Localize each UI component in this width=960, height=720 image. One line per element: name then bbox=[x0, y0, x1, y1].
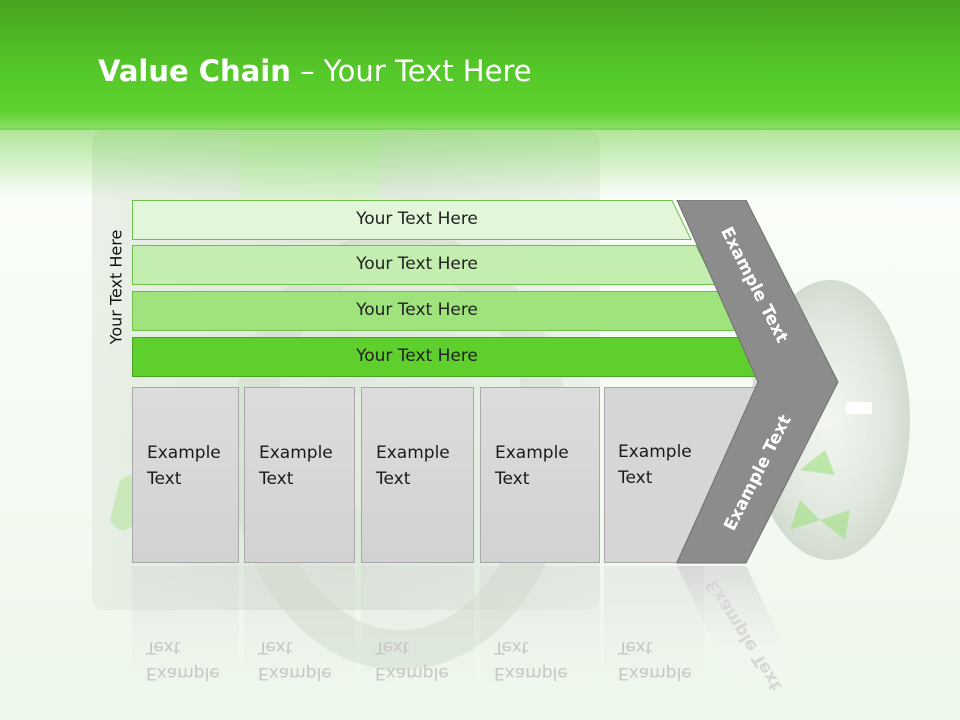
chevron-shape bbox=[676, 200, 839, 564]
header-band bbox=[0, 0, 960, 130]
example-box-5-line2: Text bbox=[618, 468, 653, 488]
example-box-3-line2: Text bbox=[376, 469, 411, 489]
example-box-1-line1: Example bbox=[147, 443, 221, 463]
example-box-4-line2: Text bbox=[495, 469, 530, 489]
example-box-4-reflection-line1: Example bbox=[494, 663, 568, 683]
example-box-4-reflection-label: Example Text bbox=[494, 634, 568, 686]
chevron-reflection bbox=[677, 566, 806, 690]
example-box-2-reflection-line1: Example bbox=[258, 663, 332, 683]
example-box-2-line1: Example bbox=[259, 443, 333, 463]
example-box-1-reflection-line1: Example bbox=[146, 663, 220, 683]
example-box-4-line1: Example bbox=[495, 443, 569, 463]
example-box-2-reflection: Example Text bbox=[244, 566, 355, 686]
example-box-5-line1: Example bbox=[618, 442, 692, 462]
value-bar-2-label: Your Text Here bbox=[356, 254, 478, 274]
example-box-3-reflection-label: Example Text bbox=[375, 634, 449, 686]
example-box-3-reflection: Example Text bbox=[361, 566, 474, 686]
example-box-5-reflection-line2: Text bbox=[618, 637, 653, 657]
example-box-4-reflection-line2: Text bbox=[494, 637, 529, 657]
value-chain-chevron bbox=[676, 200, 839, 690]
example-box-5-shape bbox=[604, 387, 758, 563]
title-bold: Value Chain bbox=[98, 54, 291, 88]
example-box-3-line1: Example bbox=[376, 443, 450, 463]
example-box-3-reflection-line1: Example bbox=[375, 663, 449, 683]
title-rest: – Your Text Here bbox=[290, 54, 532, 88]
example-box-1-reflection: Example Text bbox=[132, 566, 239, 686]
example-box-1-reflection-line2: Text bbox=[146, 637, 181, 657]
example-box-3-reflection-line2: Text bbox=[375, 637, 410, 657]
example-box-2-line2: Text bbox=[259, 469, 294, 489]
value-bar-1-shape bbox=[132, 200, 692, 240]
value-bar-1-label: Your Text Here bbox=[356, 209, 478, 229]
side-label-text: Your Text Here bbox=[106, 229, 126, 345]
example-box-1-line2: Text bbox=[147, 469, 182, 489]
value-bar-3-label: Your Text Here bbox=[356, 300, 478, 320]
page-title: Value Chain – Your Text Here bbox=[98, 54, 532, 88]
value-bar-2: Your Text Here bbox=[132, 245, 717, 285]
example-box-2-reflection-label: Example Text bbox=[258, 634, 332, 686]
example-box-2-reflection-line2: Text bbox=[258, 637, 293, 657]
value-bar-4-label: Your Text Here bbox=[356, 346, 478, 366]
example-box-1-reflection-label: Example Text bbox=[146, 634, 220, 686]
value-bar-4: Your Text Here bbox=[132, 337, 764, 377]
header-fade bbox=[0, 128, 960, 198]
value-bar-1: Your Text Here bbox=[132, 200, 692, 240]
value-bar-3: Your Text Here bbox=[132, 291, 740, 331]
example-box-4-reflection: Example Text bbox=[480, 566, 600, 686]
